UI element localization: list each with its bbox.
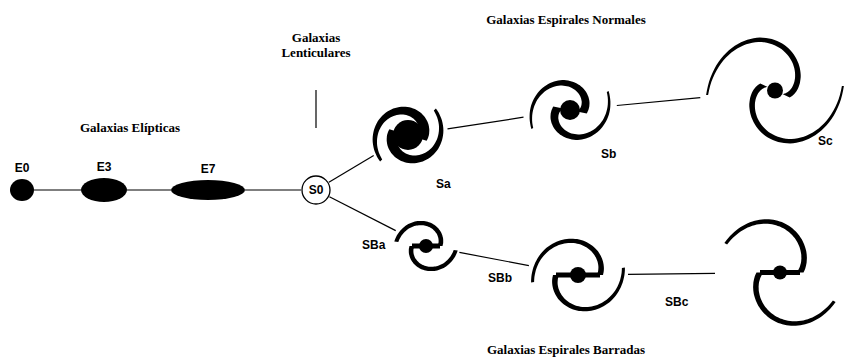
galaxy-label: Sc [818, 134, 833, 148]
group-title: Galaxias Espirales Normales [486, 12, 646, 27]
spiral-arm [409, 246, 458, 271]
galaxy-label: S0 [309, 183, 324, 197]
galaxy-shape [700, 8, 850, 173]
spiral-arm [551, 91, 611, 140]
spiral-arm [706, 38, 801, 98]
group-title: Galaxias Elípticas [80, 120, 180, 135]
galaxy-node: E3 [81, 178, 127, 202]
galaxy-label: E3 [97, 160, 112, 174]
sequence-line [245, 189, 301, 190]
galaxy-bulge [419, 239, 433, 253]
galaxy-bulge [560, 100, 580, 120]
galaxy-node: Sc [700, 8, 850, 173]
leader-line [315, 90, 316, 128]
galaxy-node: Sb [523, 63, 617, 157]
galaxy-bulge [767, 83, 783, 99]
spiral-arm [552, 268, 625, 312]
galaxy-node: SBa [392, 212, 460, 280]
galaxy-label: SBa [362, 238, 385, 252]
spiral-arm [394, 221, 443, 246]
sequence-line [617, 98, 701, 106]
sequence-line [127, 189, 171, 190]
group-title: Galaxias Espirales Barradas [487, 342, 645, 357]
galaxy-node: Sa [368, 95, 448, 175]
galaxy-bulge [393, 120, 423, 150]
galaxy-node: E7 [171, 180, 245, 200]
lenticular-galaxy [302, 176, 330, 204]
spiral-arm [531, 239, 604, 283]
galaxy-shape [10, 179, 34, 201]
galaxy-label: SBc [665, 295, 688, 309]
galaxy-bulge [570, 267, 586, 283]
galaxy-label: E7 [201, 162, 216, 176]
elliptical-galaxy [81, 178, 127, 202]
galaxy-label: Sa [436, 177, 451, 191]
galaxy-label: SBb [488, 271, 512, 285]
sequence-line [448, 117, 524, 129]
elliptical-galaxy [171, 180, 245, 200]
galaxy-shape [523, 63, 617, 157]
spiral-arm [530, 80, 590, 129]
sequence-line [34, 189, 81, 190]
galaxy-bulge [773, 266, 787, 280]
spiral-arm [724, 219, 807, 272]
galaxy-shape [715, 200, 845, 345]
galaxy-node: E0 [10, 179, 34, 201]
galaxy-label: E0 [15, 161, 30, 175]
sequence-line [628, 273, 715, 274]
galaxy-shape [81, 178, 127, 202]
galaxy-shape [528, 225, 628, 325]
spiral-arm [753, 273, 836, 326]
galaxy-node: SBc [715, 200, 845, 345]
spiral-arm [387, 109, 444, 164]
sequence-line [459, 252, 529, 265]
galaxy-node: S0 [301, 175, 331, 205]
galaxy-label: Sb [601, 147, 616, 161]
elliptical-galaxy [10, 179, 34, 201]
galaxy-shape [392, 212, 460, 280]
galaxy-node: SBb [528, 225, 628, 325]
galaxy-shape [171, 180, 245, 200]
galaxy-shape [368, 95, 448, 175]
sequence-line [329, 156, 374, 183]
sequence-line [329, 197, 395, 231]
group-title: Galaxias Lenticulares [268, 30, 364, 60]
